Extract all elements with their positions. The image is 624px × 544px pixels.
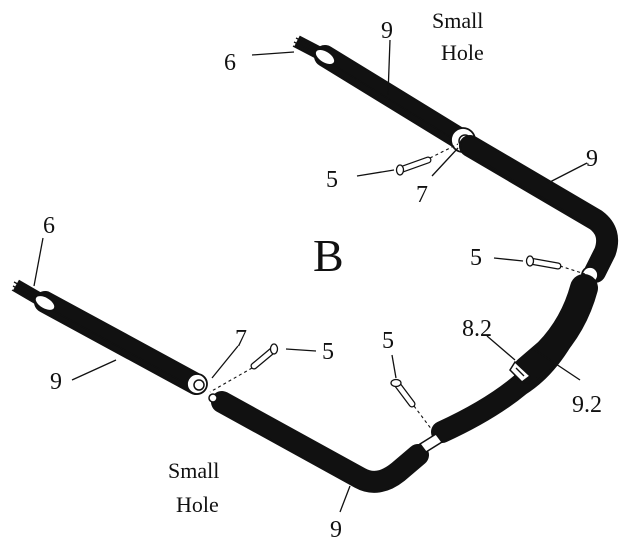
bottom-tube xyxy=(208,391,444,493)
label-left-cable: 6 xyxy=(43,213,55,239)
label-top-joint: 7 xyxy=(416,182,428,208)
connector-8-2 xyxy=(509,360,532,383)
screw-left xyxy=(209,343,279,393)
label-left-screw: 5 xyxy=(322,339,334,365)
label-middle-screw: 5 xyxy=(382,328,394,354)
leader-lines xyxy=(33,39,588,513)
top-note-line2: Hole xyxy=(441,40,484,65)
label-sleeve: 9.2 xyxy=(572,392,602,418)
right-tube xyxy=(459,135,619,283)
label-left-tube: 9 xyxy=(50,369,62,395)
label-top-cable: 6 xyxy=(224,50,236,76)
label-top-tube: 9 xyxy=(381,18,393,44)
screw-top xyxy=(395,143,459,176)
label-bottom-tube: 9 xyxy=(330,517,342,543)
screw-middle xyxy=(390,378,433,431)
sleeve xyxy=(513,274,598,384)
label-connector: 8.2 xyxy=(462,316,492,342)
label-right-screw: 5 xyxy=(470,245,482,271)
label-left-joint: 7 xyxy=(235,326,247,352)
screw-right xyxy=(525,255,586,275)
bottom-note-line2: Hole xyxy=(176,492,219,517)
bottom-note-line1: Small xyxy=(168,458,219,483)
label-right-tube: 9 xyxy=(586,146,598,172)
label-top-screw: 5 xyxy=(326,167,338,193)
left-joint xyxy=(186,373,208,395)
left-tube xyxy=(34,291,207,395)
section-letter: B xyxy=(313,230,344,281)
top-tube xyxy=(314,45,473,151)
top-note-line1: Small xyxy=(432,8,483,33)
